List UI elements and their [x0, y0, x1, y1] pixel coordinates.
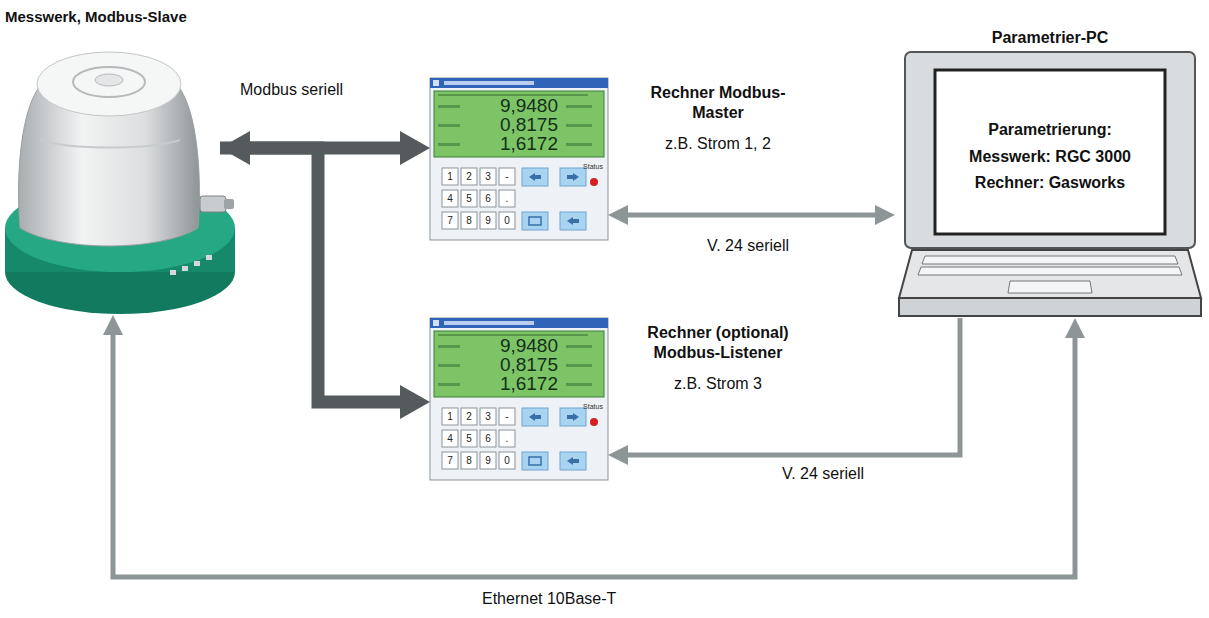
- key-label: 1: [442, 168, 458, 185]
- connector-arrow: [628, 213, 875, 218]
- stream-note: z.B. Strom 1, 2: [638, 134, 798, 154]
- laptop-illustration: [1008, 281, 1092, 293]
- key-label: 9: [480, 212, 496, 229]
- connector-arrow: [250, 142, 400, 155]
- connector-label: V. 24 seriell: [705, 236, 791, 255]
- connector-label: Modbus seriell: [238, 80, 345, 99]
- screen-text: Rechner: Gasworks: [937, 173, 1163, 193]
- device-heading: Messwerk, Modbus-Slave: [5, 8, 187, 26]
- key-label: 8: [461, 212, 477, 229]
- connector-arrow: [628, 318, 960, 455]
- gas-chromatograph: Messwerk, Modbus-Slave: [5, 45, 220, 315]
- connector-label: Ethernet 10Base-T: [480, 589, 618, 608]
- gas-chromatograph-illustration: [182, 266, 188, 271]
- key-label: .: [499, 190, 515, 207]
- gas-chromatograph-illustration: [95, 74, 123, 86]
- key-label: 5: [461, 190, 477, 207]
- key-label: 0: [499, 212, 515, 229]
- key-label: 1: [442, 408, 458, 425]
- key-label: 7: [442, 452, 458, 469]
- pc-heading: Parametrier-PC: [935, 28, 1165, 48]
- laptop-illustration: [905, 52, 1195, 248]
- key-label: 3: [480, 168, 496, 185]
- key-label: .: [499, 430, 515, 447]
- key-label: 4: [442, 430, 458, 447]
- calculator-listener: [430, 318, 608, 480]
- key-label: -: [499, 408, 515, 425]
- laptop-illustration: [899, 250, 1201, 298]
- gas-chromatograph-illustration: [224, 199, 234, 209]
- gas-chromatograph-illustration: [73, 67, 145, 97]
- key-label: 8: [461, 452, 477, 469]
- display-value: 1,6172: [460, 134, 558, 153]
- key-label: 9: [480, 452, 496, 469]
- key-label: 6: [480, 190, 496, 207]
- laptop-illustration: [918, 267, 1182, 275]
- screen-text: Parametrierung:: [937, 120, 1163, 140]
- calculator-heading: Rechner Modbus-Master: [638, 83, 798, 123]
- status-label: Status: [578, 162, 608, 171]
- gas-chromatograph-illustration: [206, 255, 212, 260]
- laptop-illustration: [935, 70, 1165, 234]
- laptop-illustration: [899, 52, 1201, 316]
- display-value: 9,9480: [460, 336, 558, 355]
- gas-chromatograph-illustration: [194, 261, 200, 266]
- key-label: 5: [461, 430, 477, 447]
- key-label: 4: [442, 190, 458, 207]
- key-label: 2: [461, 168, 477, 185]
- display-value: 0,8175: [460, 115, 558, 134]
- key-label: -: [499, 168, 515, 185]
- gas-chromatograph-illustration: [40, 140, 180, 148]
- key-label: 0: [499, 452, 515, 469]
- connector-label: V. 24 seriell: [780, 464, 866, 483]
- stream-note: z.B. Strom 3: [638, 374, 798, 394]
- screen-text: Messwerk: RGC 3000: [937, 147, 1163, 167]
- key-label: 3: [480, 408, 496, 425]
- gas-chromatograph-illustration: [170, 270, 176, 275]
- display-value: 9,9480: [460, 96, 558, 115]
- display-value: 0,8175: [460, 355, 558, 374]
- calculator-master: [430, 78, 608, 240]
- status-label: Status: [578, 402, 608, 411]
- key-label: 7: [442, 212, 458, 229]
- connector-arrow: [113, 335, 1075, 577]
- display-value: 1,6172: [460, 374, 558, 393]
- key-label: 2: [461, 408, 477, 425]
- parametrier-pc: Parametrier-PCParametrierung:Messwerk: R…: [895, 52, 1205, 318]
- gas-chromatograph-illustration: [5, 52, 235, 314]
- connector-arrow: [220, 148, 400, 402]
- calculator-heading: Rechner (optional) Modbus-Listener: [638, 323, 798, 363]
- laptop-illustration: [899, 298, 1201, 316]
- laptop-illustration: [918, 256, 1182, 293]
- laptop-illustration: [922, 256, 1178, 264]
- gas-chromatograph-illustration: [200, 196, 226, 212]
- key-label: 6: [480, 430, 496, 447]
- gas-chromatograph-illustration: [37, 52, 181, 116]
